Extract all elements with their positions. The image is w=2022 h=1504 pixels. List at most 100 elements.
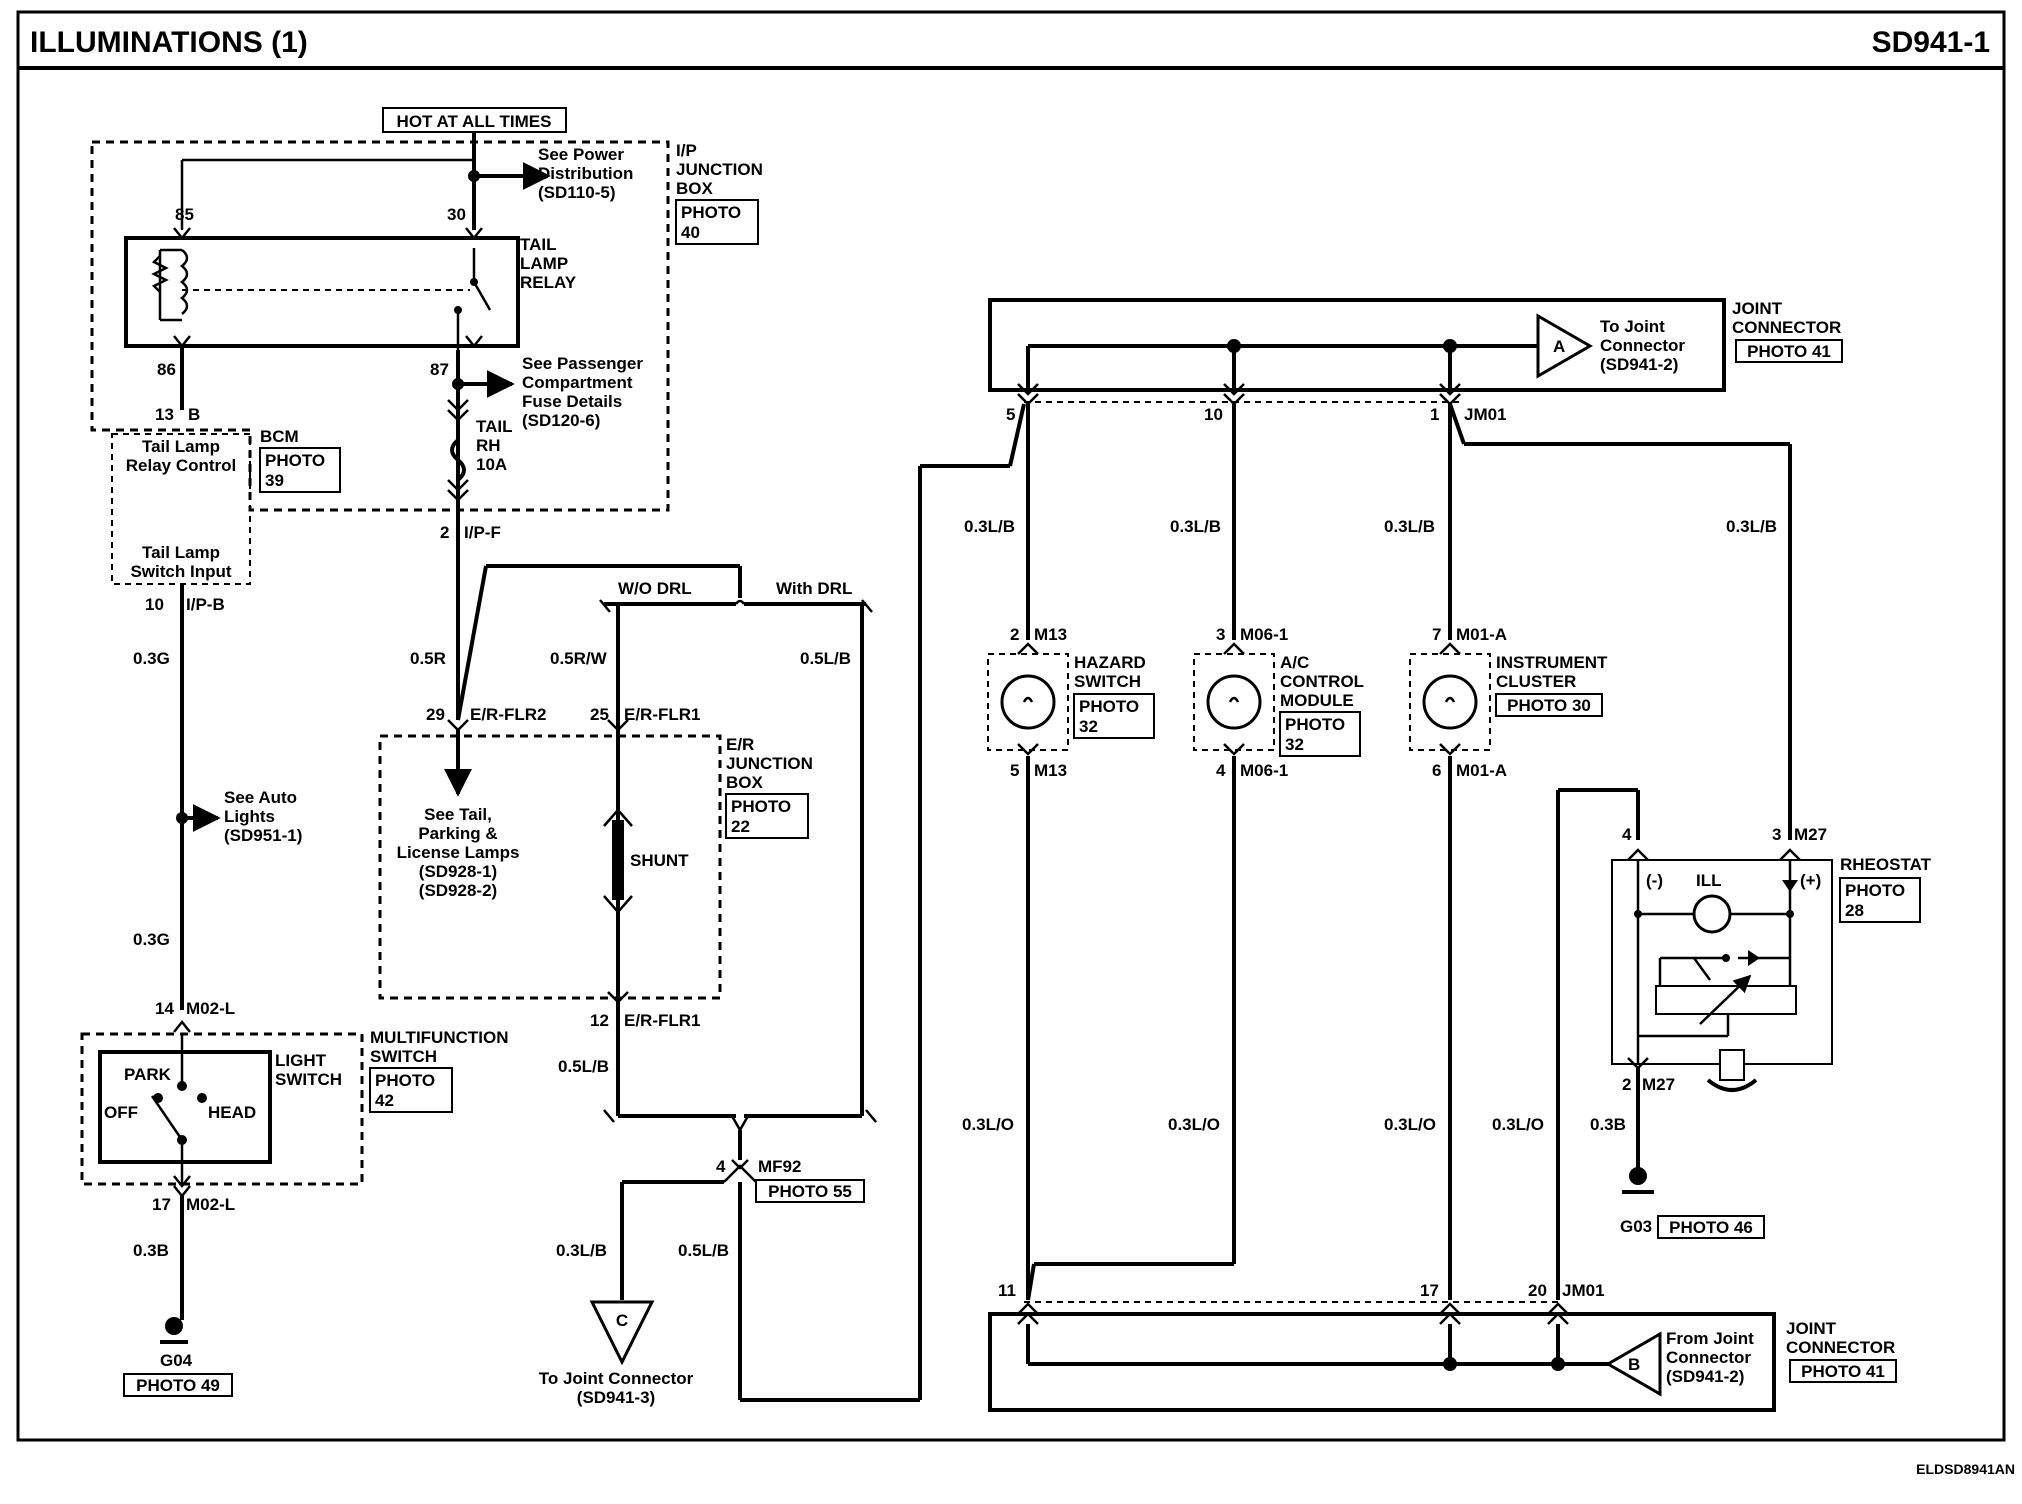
- bcm-photo-label: PHOTO: [265, 451, 325, 470]
- relay-pin-85: 85: [175, 205, 194, 224]
- wire-label-05rw: 0.5R/W: [550, 649, 608, 668]
- wire-label-03lb-3: 0.3L/B: [1384, 517, 1435, 536]
- jc-top-pin-5: 5: [1006, 405, 1015, 424]
- mf-pin-14: 14: [155, 999, 174, 1018]
- jc-top-pin-10: 10: [1204, 405, 1223, 424]
- wire-label-03lo-2: 0.3L/O: [1168, 1115, 1220, 1134]
- ip-junction-label-2: JUNCTION: [676, 160, 763, 179]
- tail-rh-fuse: [450, 438, 466, 482]
- wire-label-03g-a: 0.3G: [133, 649, 170, 668]
- bcm-pin: 13: [155, 405, 174, 424]
- jc-bot-photo-box: [1789, 1359, 1897, 1383]
- jc-top-label-1: JOINT: [1732, 299, 1783, 318]
- mf-connector-17: M02-L: [186, 1195, 235, 1214]
- auto-lights-label-1: See Auto: [224, 788, 297, 807]
- er-connector-12: E/R-FLR1: [624, 1011, 701, 1030]
- passenger-label-3: Fuse Details: [522, 392, 622, 411]
- tail-parking-label-3: License Lamps: [397, 843, 520, 862]
- passenger-label-1: See Passenger: [522, 354, 643, 373]
- connector-a-label-2: Connector: [1600, 336, 1685, 355]
- er-junction-label-1: E/R: [726, 735, 754, 754]
- rheostat-ill: ILL: [1696, 871, 1722, 890]
- wire-label-03lo-3: 0.3L/O: [1384, 1115, 1436, 1134]
- ac-connector-top: M06-1: [1240, 625, 1288, 644]
- light-switch-label-2: SWITCH: [275, 1070, 342, 1089]
- diagram-frame: [16, 66, 2006, 1442]
- without-drl-label: W/O DRL: [618, 579, 692, 598]
- tail-parking-label-4: (SD928-1): [419, 862, 497, 881]
- rheostat-diode-icon: [1748, 950, 1760, 966]
- fuse-label-2: RH: [476, 436, 501, 455]
- connector-a-label-1: To Joint: [1600, 317, 1665, 336]
- rheostat-knob-icon: [1719, 1049, 1745, 1081]
- wire-label-05lb-a: 0.5L/B: [558, 1057, 609, 1076]
- connector-c-icon: [589, 1300, 655, 1366]
- switch-pos-off: OFF: [104, 1103, 138, 1122]
- cluster-photo-box: [1495, 693, 1603, 717]
- header-bar: [16, 10, 2006, 70]
- connector-a-letter: A: [1553, 337, 1565, 356]
- tail-parking-label-2: Parking &: [418, 824, 497, 843]
- auto-lights-label-3: (SD951-1): [224, 826, 302, 845]
- jc-bot-label-1: JOINT: [1786, 1319, 1837, 1338]
- rheostat-photo-box: [1839, 877, 1921, 923]
- wire-label-05lb-c: 0.5L/B: [678, 1241, 729, 1260]
- bcm-photo-box: [259, 447, 341, 493]
- jc-bot-pin-17: 17: [1420, 1281, 1439, 1300]
- ipf-pin: 2: [440, 523, 449, 542]
- rheostat-photo-number: 28: [1845, 901, 1864, 920]
- mf92-connector: MF92: [758, 1157, 801, 1176]
- connector-b-letter: B: [1628, 1355, 1640, 1374]
- cluster-bulb-icon: [1422, 674, 1478, 730]
- er-junction-box-outline: [378, 734, 722, 1000]
- er-photo-box: [725, 793, 809, 839]
- hot-label-box: [382, 107, 567, 133]
- ip-photo-number: 40: [681, 223, 700, 242]
- cluster-connector-bottom: M01-A: [1456, 761, 1507, 780]
- relay-label-2: LAMP: [520, 254, 568, 273]
- footer-reference: ELDSD8941AN: [1916, 1461, 2015, 1477]
- bcm-label: BCM: [260, 427, 299, 446]
- with-drl-label: With DRL: [776, 579, 852, 598]
- rheostat-minus: (-): [1646, 871, 1663, 890]
- bcm-switch-label-2: Switch Input: [130, 562, 231, 581]
- er-connector-29: E/R-FLR2: [470, 705, 547, 724]
- connector-b-label-2: Connector: [1666, 1348, 1751, 1367]
- ip-photo-box: [675, 199, 759, 245]
- auto-lights-label-2: Lights: [224, 807, 275, 826]
- power-dist-label-2: Distribution: [538, 164, 633, 183]
- relay-label-1: TAIL: [520, 235, 557, 254]
- relay-contact: [472, 281, 492, 311]
- hazard-label-2: SWITCH: [1074, 672, 1141, 691]
- cluster-label-1: INSTRUMENT: [1496, 653, 1608, 672]
- ip-junction-label-1: I/P: [676, 141, 697, 160]
- wire-label-03lb-1: 0.3L/B: [964, 517, 1015, 536]
- rheostat-label: RHEOSTAT: [1840, 855, 1932, 874]
- jc-bot-pin-11: 11: [998, 1281, 1016, 1300]
- ac-connector-bottom: M06-1: [1240, 761, 1288, 780]
- er-connector-25: E/R-FLR1: [624, 705, 701, 724]
- hazard-pin-bottom: 5: [1010, 761, 1019, 780]
- mf-label-1: MULTIFUNCTION: [370, 1028, 509, 1047]
- jc-top-photo: PHOTO 41: [1747, 342, 1831, 361]
- rheostat-outline: [1611, 859, 1833, 1065]
- rheostat-pin-3: 3: [1772, 825, 1781, 844]
- switch-pos-park: PARK: [124, 1065, 172, 1084]
- ac-label-1: A/C: [1280, 653, 1309, 672]
- mf-connector-14: M02-L: [186, 999, 235, 1018]
- er-pin-29: 29: [426, 705, 445, 724]
- hazard-photo-number: 32: [1079, 717, 1098, 736]
- hot-label: HOT AT ALL TIMES: [397, 112, 552, 131]
- ac-pin-bottom: 4: [1216, 761, 1226, 780]
- connector-c-label-2: (SD941-3): [577, 1388, 655, 1407]
- wire-label-03b-a: 0.3B: [133, 1241, 169, 1260]
- jc-bot-label-2: CONNECTOR: [1786, 1338, 1895, 1357]
- hazard-pin-top: 2: [1010, 625, 1019, 644]
- connector-c-label-1: To Joint Connector: [539, 1369, 694, 1388]
- wire-label-03g-b: 0.3G: [133, 930, 170, 949]
- hazard-connector-bottom: M13: [1034, 761, 1067, 780]
- wire-label-03lb-2: 0.3L/B: [1170, 517, 1221, 536]
- ac-label-3: MODULE: [1280, 691, 1354, 710]
- er-photo-label: PHOTO: [731, 797, 791, 816]
